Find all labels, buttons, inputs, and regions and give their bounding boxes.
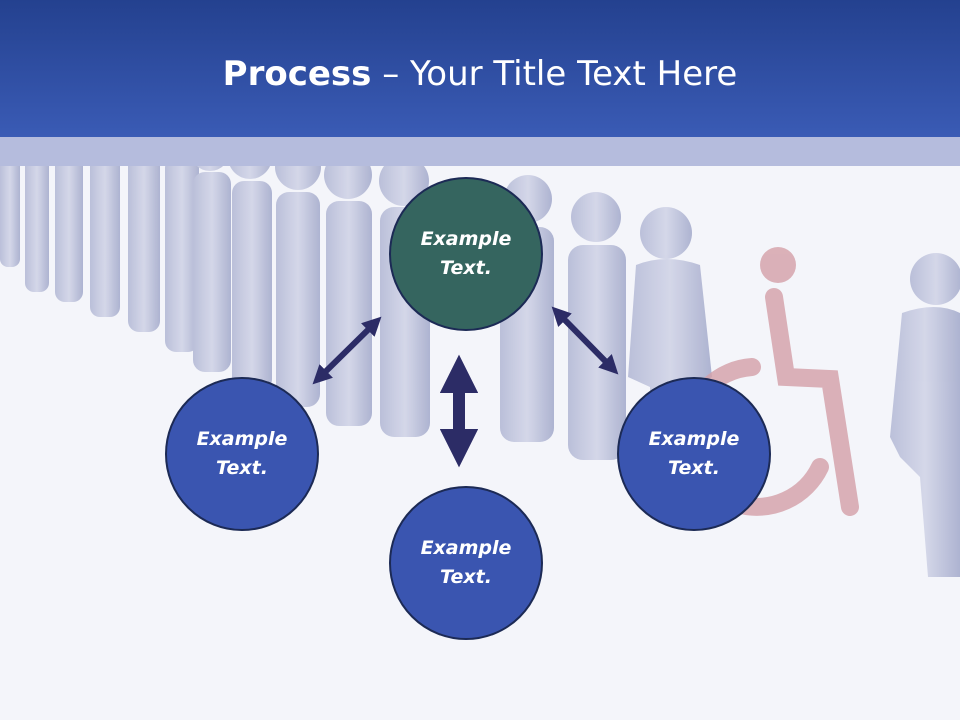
title-bar — [0, 0, 960, 137]
node-right: Example Text. — [617, 377, 771, 531]
title-bold: Process — [222, 54, 372, 94]
double-arrow-icon — [312, 316, 382, 385]
node-top: Example Text. — [389, 177, 543, 331]
node-left: Example Text. — [165, 377, 319, 531]
node-bottom-text: Example Text. — [420, 537, 512, 588]
node-bottom: Example Text. — [389, 486, 543, 640]
title-rest: Your Title Text Here — [410, 54, 738, 94]
title-underline-strip — [0, 137, 960, 166]
slide-title: Process – Your Title Text Here — [0, 52, 960, 96]
double-arrow-icon — [551, 306, 619, 375]
title-dash: – — [371, 54, 411, 94]
node-right-text: Example Text. — [648, 428, 740, 479]
node-top-text: Example Text. — [420, 228, 512, 279]
node-left-text: Example Text. — [196, 428, 288, 479]
